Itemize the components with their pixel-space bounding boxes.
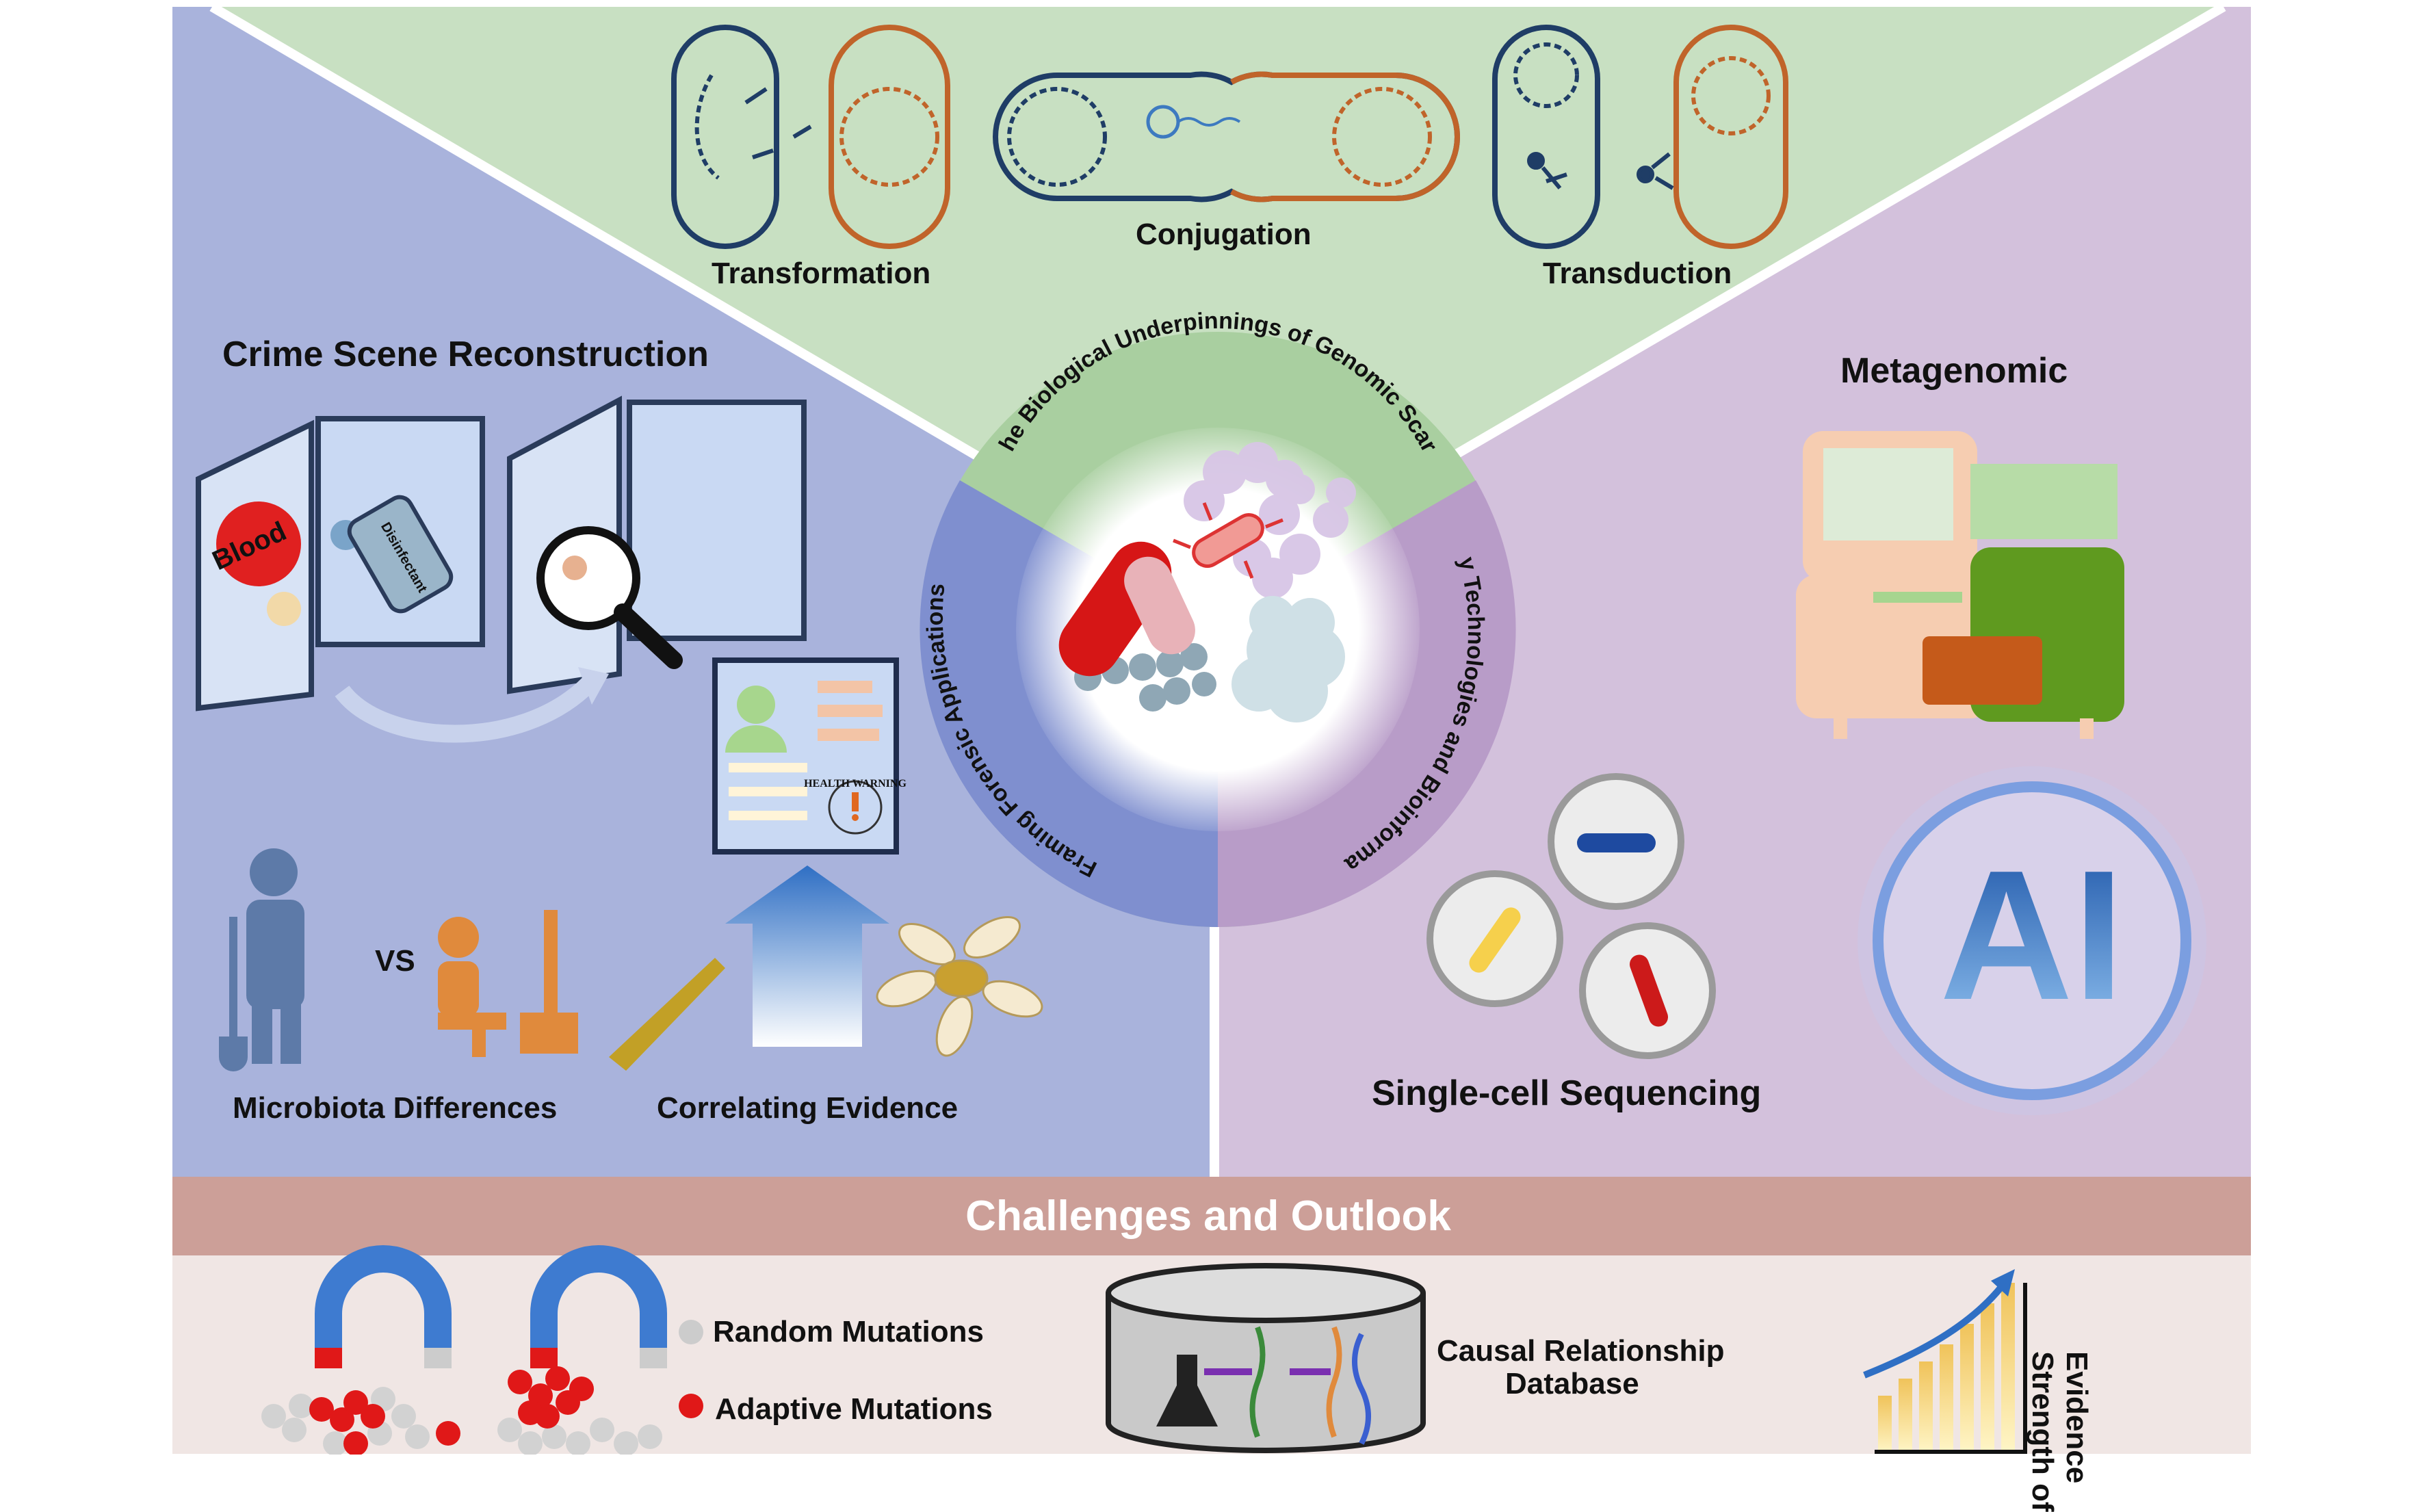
computer-icon — [1796, 431, 2124, 739]
correlating-label: Correlating Evidence — [657, 1091, 959, 1125]
person-digging-icon — [219, 848, 304, 1071]
cell-dish-blue — [1548, 773, 1684, 910]
strength-label-line1: Strength of — [2026, 1351, 2059, 1512]
reconstruction-arrow-head — [578, 667, 609, 705]
legend-dot-adaptive — [679, 1394, 703, 1418]
ai-badge — [1858, 766, 2206, 1115]
crime-scene-door-before — [196, 416, 485, 712]
hands-circle-icon — [876, 916, 1043, 1057]
health-warning-label: HEALTH WARNING — [804, 778, 907, 790]
profile-card — [712, 657, 899, 855]
crime-scene-door-after — [507, 395, 807, 694]
magnifier-icon — [536, 526, 683, 669]
legend-dot-random — [679, 1320, 703, 1344]
ai-text: AI — [1940, 833, 2124, 1039]
database-label-line1: Causal Relationship — [1437, 1334, 1725, 1368]
microbiota-label: Microbiota Differences — [233, 1091, 558, 1125]
transduction-diagram — [1492, 25, 1788, 249]
microbe-cluster — [1058, 442, 1356, 722]
challenges-title: Challenges and Outlook — [965, 1192, 1451, 1240]
vs-label: VS — [375, 944, 415, 978]
person-computer-icon — [438, 910, 578, 1057]
cell-dish-red — [1579, 922, 1716, 1059]
metagenomic-title: Metagenomic — [1840, 351, 2068, 391]
magnet-icon-left — [315, 1245, 452, 1368]
mutation-dots-right — [497, 1366, 662, 1455]
evidence-arrow — [725, 865, 889, 1047]
reconstruction-arrow — [335, 677, 595, 743]
crime-scene-title: Crime Scene Reconstruction — [222, 335, 709, 374]
evidence-bar-chart — [1863, 1269, 2027, 1454]
transformation-label: Transformation — [712, 257, 931, 290]
single-cell-label: Single-cell Sequencing — [1372, 1073, 1762, 1113]
magnet-icon-right — [530, 1245, 667, 1368]
transduction-label: Transduction — [1543, 257, 1732, 290]
transformation-diagram — [671, 25, 950, 249]
cell-dish-yellow — [1426, 870, 1563, 1007]
database-icon — [1106, 1263, 1426, 1453]
adaptive-mutations-label: Adaptive Mutations — [715, 1392, 993, 1426]
random-mutations-label: Random Mutations — [713, 1315, 984, 1348]
figure-canvas: The Biological Underpinnings of Genomic … — [0, 0, 2251, 1455]
conjugation-label: Conjugation — [1136, 218, 1312, 251]
top-panel — [219, 7, 2217, 595]
knife-icon — [609, 958, 725, 1071]
conjugation-diagram — [993, 71, 1460, 203]
database-label-line2: Database — [1505, 1367, 1639, 1400]
strength-label-line2: Evidence — [2060, 1351, 2094, 1484]
bottom-title-bar — [172, 1177, 2251, 1255]
mutation-dots-left — [261, 1387, 460, 1455]
